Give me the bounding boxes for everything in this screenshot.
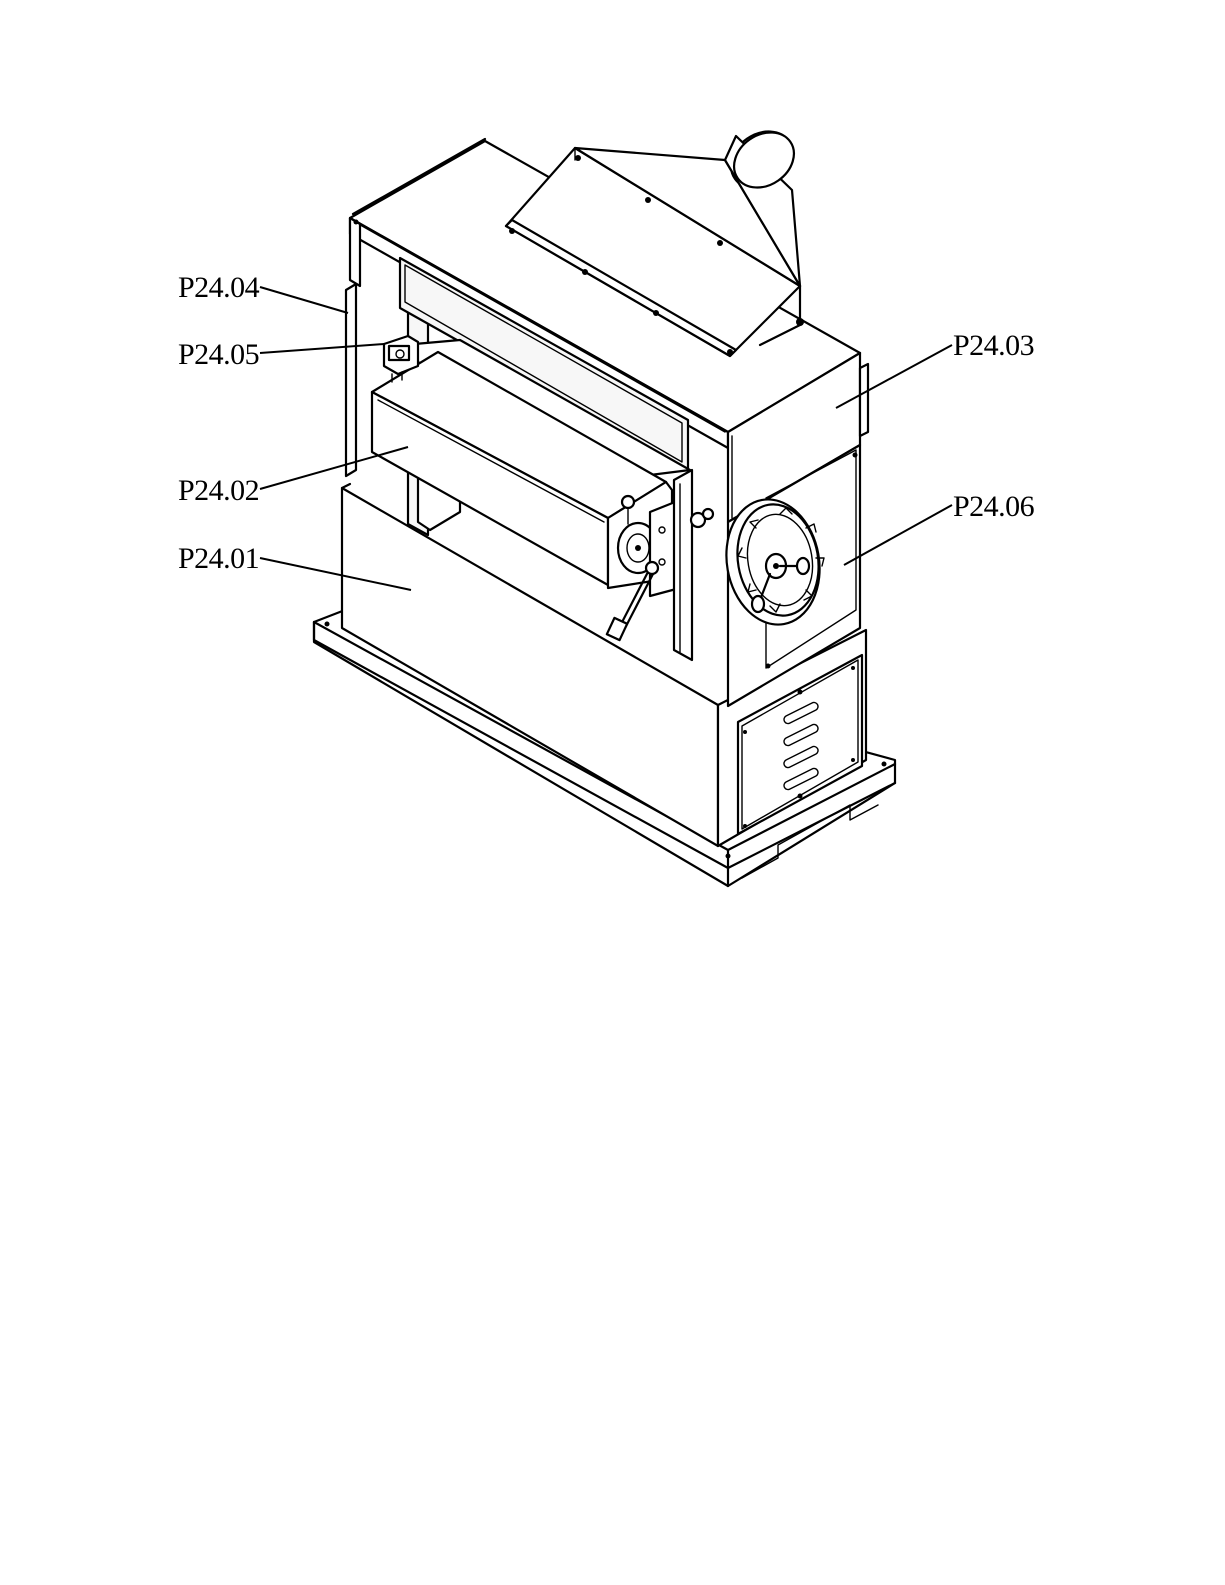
leader-p2404: [260, 287, 348, 313]
callout-p2401: P24.01: [178, 542, 259, 575]
callout-p2403: P24.03: [953, 329, 1034, 362]
callout-p2406: P24.06: [953, 490, 1035, 523]
leader-p2402: [260, 447, 408, 489]
callout-p2402: P24.02: [178, 474, 259, 507]
callout-p2404: P24.04: [178, 271, 260, 304]
callout-p2405: P24.05: [178, 338, 259, 371]
leader-p2405: [260, 344, 384, 353]
